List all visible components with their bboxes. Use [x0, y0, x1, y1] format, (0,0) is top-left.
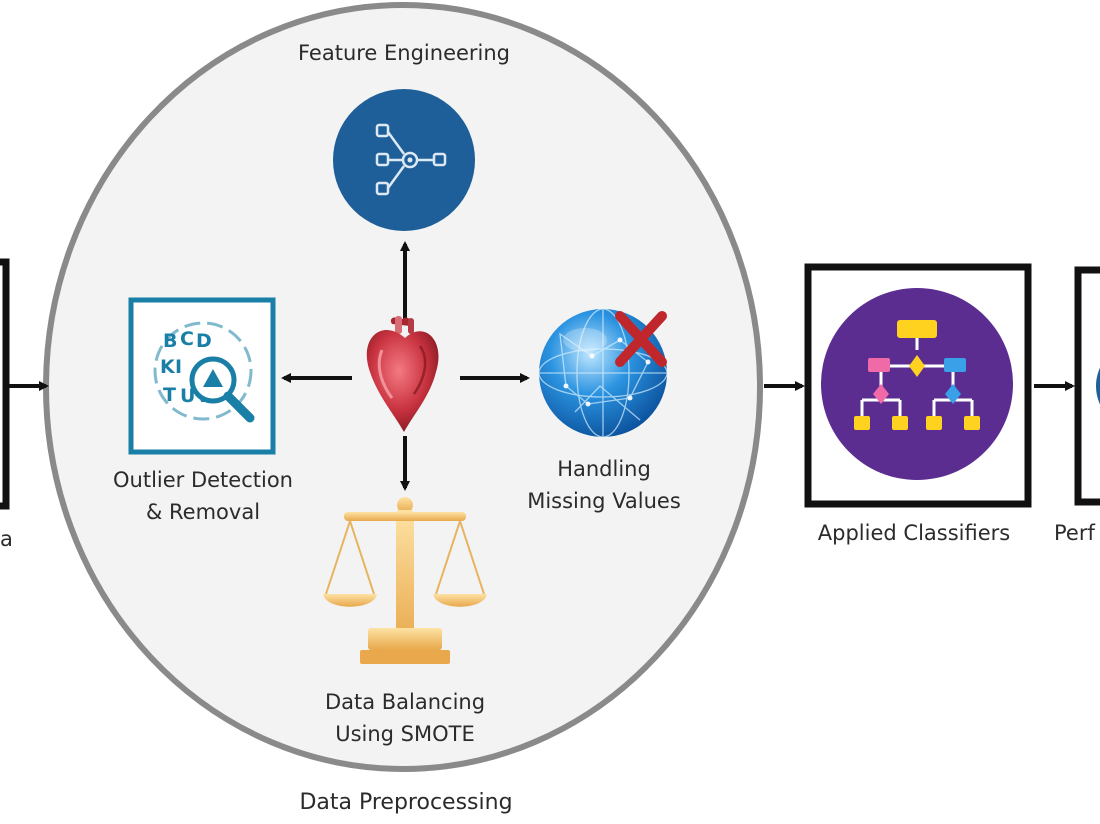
heart-icon — [366, 316, 439, 432]
applied-classifiers-label: Applied Classifiers — [817, 521, 1011, 545]
magnifier-letters-icon: BCD KI TUV — [128, 297, 276, 455]
data-preprocessing-label: Data Preprocessing — [299, 790, 513, 815]
svg-text:K: K — [160, 356, 176, 378]
data-balancing-label-line2: Using SMOTE — [335, 722, 475, 746]
performance-icon — [1096, 367, 1100, 405]
svg-text:I: I — [175, 356, 182, 378]
performance-box — [1074, 266, 1100, 506]
outlier-label-line2: & Removal — [145, 500, 261, 524]
feature-network-icon — [333, 89, 475, 231]
data-balancing-label-line1: Data Balancing — [324, 690, 486, 714]
missing-values-label-line2: Missing Values — [527, 489, 681, 513]
missing-values-label-line1: Handling — [557, 457, 651, 481]
svg-text:U: U — [180, 385, 195, 407]
svg-text:T: T — [163, 384, 176, 406]
balance-scale-icon — [323, 497, 487, 664]
left-stage-box — [0, 258, 10, 510]
tree-hierarchy-icon — [821, 288, 1013, 480]
outlier-label-line1: Outlier Detection — [113, 468, 293, 492]
globe-x-icon — [538, 308, 668, 438]
feature-engineering-label: Feature Engineering — [297, 41, 511, 65]
svg-text:C: C — [180, 328, 194, 350]
left-stage-label: a — [0, 527, 13, 551]
svg-text:B: B — [163, 330, 177, 352]
performance-label: Perf — [1054, 521, 1095, 545]
svg-text:D: D — [196, 330, 212, 352]
